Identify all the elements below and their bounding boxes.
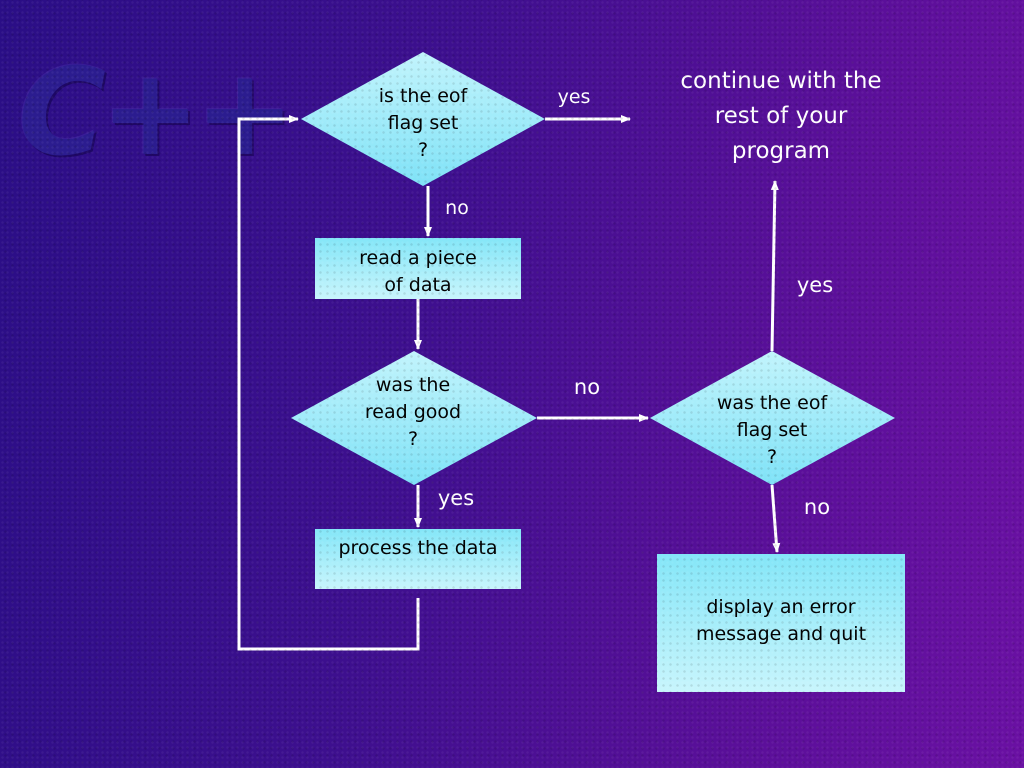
- continue-line3: program: [731, 138, 831, 164]
- continue-line2: rest of your: [714, 103, 848, 129]
- decision-eof-top-shape: [301, 52, 545, 186]
- label-top-yes: yes: [557, 86, 591, 108]
- error-box-text: display an error message and quit: [657, 594, 905, 648]
- read-data-box-text: read a piece of data: [315, 245, 521, 299]
- arrow-eof-no-to-error: [770, 484, 781, 553]
- error-box-shape: [657, 554, 905, 692]
- loop-back-line: [237, 115, 420, 651]
- continue-program-text: continue with the rest of your program: [650, 64, 912, 169]
- decision-read-good-line2: read good: [364, 401, 462, 423]
- decision-eof-right-line2: flag set: [736, 419, 808, 441]
- decision-eof-right-line3: ?: [766, 446, 778, 468]
- label-right-up-yes: yes: [796, 273, 834, 297]
- read-box-line1: read a piece: [359, 247, 477, 269]
- label-top-no: no: [445, 197, 469, 219]
- label-right-down-no: no: [803, 495, 831, 519]
- decision-read-good-shape: [291, 351, 537, 485]
- read-box-line2: of data: [384, 274, 452, 296]
- process-data-box-text: process the data: [315, 535, 521, 562]
- decision-eof-top-line3: ?: [417, 139, 429, 161]
- decision-read-good-line3: ?: [407, 428, 419, 450]
- decision-eof-top-line1: is the eof: [378, 85, 468, 107]
- cpp-logo: C++: [18, 44, 295, 183]
- continue-line1: continue with the: [680, 68, 882, 94]
- process-box-label: process the data: [338, 537, 498, 559]
- decision-eof-top-text: is the eof flag set ?: [333, 83, 513, 164]
- label-middle-no: no: [573, 375, 601, 399]
- error-box-line2: message and quit: [695, 623, 867, 645]
- label-middle-yes: yes: [437, 486, 475, 510]
- decision-read-good-text: was the read good ?: [323, 372, 503, 453]
- decision-eof-right-text: was the eof flag set ?: [682, 390, 862, 471]
- process-data-box-shape: [315, 529, 521, 589]
- decision-eof-top-line2: flag set: [387, 112, 459, 134]
- error-box-line1: display an error: [706, 596, 856, 618]
- decision-eof-right-line1: was the eof: [716, 392, 828, 414]
- arrow-eof-yes-to-continue: [770, 180, 779, 352]
- decision-read-good-line1: was the: [375, 374, 451, 396]
- decision-eof-right-shape: [650, 351, 895, 485]
- read-data-box-shape: [315, 238, 521, 299]
